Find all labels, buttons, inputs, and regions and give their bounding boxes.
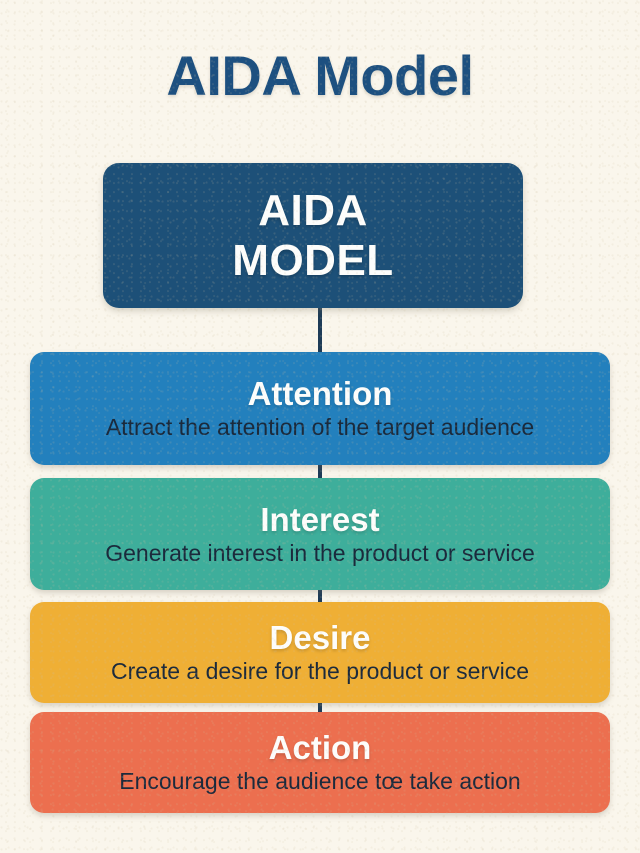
stage-card-interest: Interest Generate interest in the produc… — [30, 478, 610, 590]
stage-description-interest: Generate interest in the product or serv… — [105, 539, 535, 566]
stage-card-attention: Attention Attract the attention of the t… — [30, 352, 610, 465]
stage-label-attention: Attention — [247, 375, 393, 413]
stage-card-desire: Desire Create a desire for the product o… — [30, 602, 610, 703]
stage-description-desire: Create a desire for the product or servi… — [110, 658, 530, 685]
stage-description-action: Encourage the audience tœ take action — [119, 768, 521, 795]
stage-card-action: Action Encourage the audience tœ take ac… — [30, 712, 610, 813]
root-node-line-1: AIDA — [258, 186, 368, 236]
root-node-line-2: MODEL — [232, 235, 394, 285]
stage-label-interest: Interest — [260, 500, 380, 538]
stage-label-desire: Desire — [269, 619, 371, 657]
stage-label-action: Action — [268, 729, 372, 767]
root-node-aida-model: AIDA MODEL — [103, 163, 523, 308]
stage-description-attention: Attract the attention of the target audi… — [105, 414, 535, 441]
page-title: AIDA Model — [166, 44, 474, 107]
